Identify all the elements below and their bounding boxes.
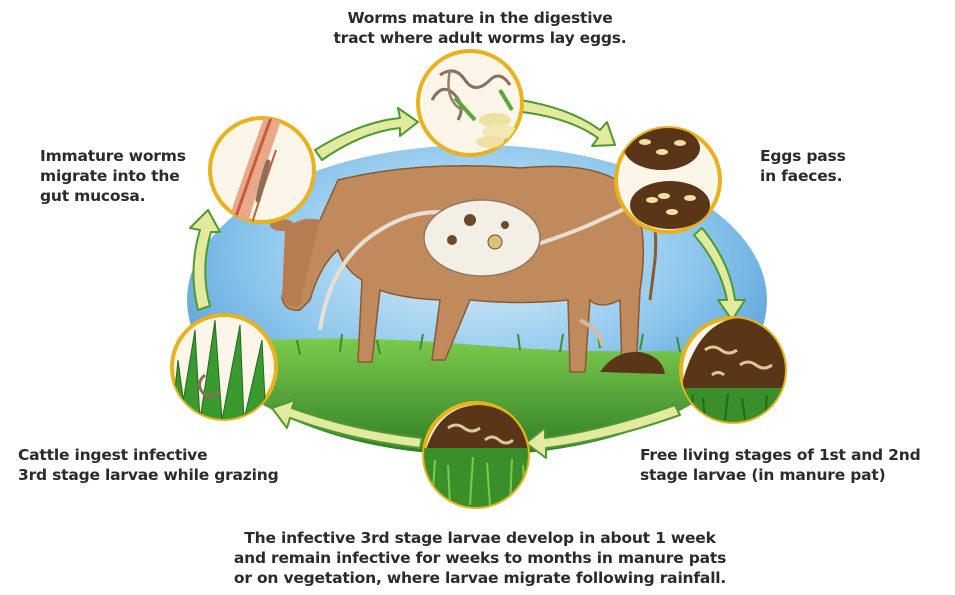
- caption-infective-larvae: The infective 3rd stage larvae develop i…: [210, 528, 750, 588]
- worms-icon: [416, 49, 524, 157]
- caption-cattle-ingest: Cattle ingest infective 3rd stage larvae…: [18, 445, 318, 485]
- caption-adult-worms: Worms mature in the digestive tract wher…: [300, 8, 660, 48]
- caption-immature-worms: Immature worms migrate into the gut muco…: [40, 146, 220, 206]
- caption-eggs-pass: Eggs pass in faeces.: [760, 146, 910, 186]
- larvae-manure-icon: [679, 316, 790, 428]
- caption-free-living-stages: Free living stages of 1st and 2nd stage …: [640, 445, 940, 485]
- stomach-icon: [424, 200, 540, 276]
- grass-larva-icon: [170, 313, 278, 421]
- eggs-in-faeces-icon: [614, 126, 722, 234]
- arrow-2: [520, 100, 615, 146]
